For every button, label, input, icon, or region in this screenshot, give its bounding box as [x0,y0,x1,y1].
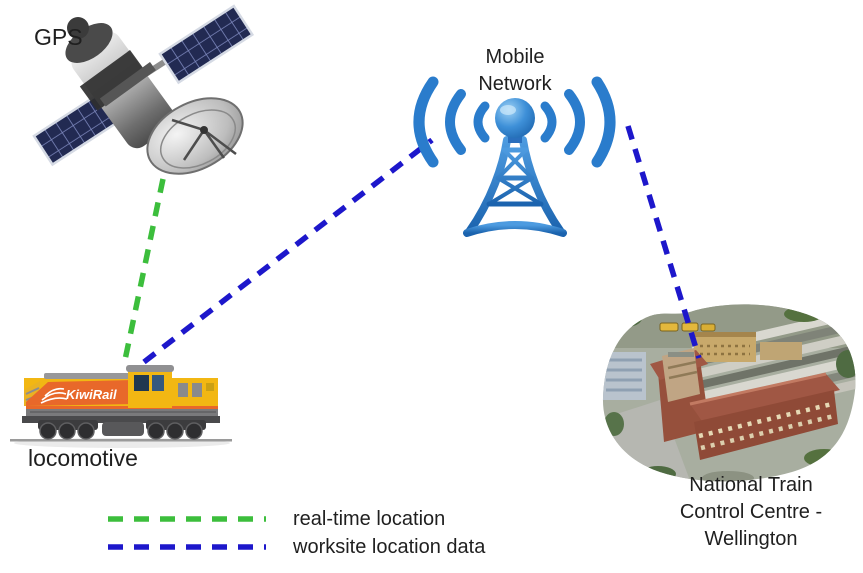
tower-globe [495,98,535,138]
satellite-body [65,17,175,149]
mobile-network-label-line2: Network [478,73,552,95]
signal-waves-icon [413,76,616,168]
control-centre-photo [602,304,856,482]
signal-tower-illustration [413,76,616,237]
legend-label-worksite: worksite location data [293,535,486,558]
legend-label-realtime: real-time location [293,507,446,530]
tower-lattice [463,136,567,237]
gps-label: GPS [34,24,83,50]
satellite-dish [146,97,244,175]
link-locomotive-network [142,137,434,365]
fern-logo-icon [40,387,68,404]
link-gps-locomotive [122,178,166,361]
legend-row-worksite: worksite location data [106,533,485,561]
legend-swatch-worksite-icon [108,544,266,550]
cab-window [152,375,164,391]
kiwirail-brand-text: KiwiRail [66,387,117,402]
legend-swatch-realtime-icon [108,516,266,522]
locomotive-illustration: KiwiRail [10,365,232,448]
control-centre-label-line3: Wellington [704,528,798,550]
cab-window [134,375,149,391]
control-centre-label-line2: Control Centre - [679,501,823,523]
wheels [39,422,203,440]
gps-satellite-illustration [32,4,255,175]
mobile-network-label: Mobile Network [432,44,598,98]
control-centre-label: National Train Control Centre - Wellingt… [640,472,862,553]
mobile-network-label-line1: Mobile [485,46,545,68]
link-network-control-centre [625,125,702,359]
links-layer [122,125,702,365]
locomotive-label: locomotive [28,445,138,471]
legend-row-realtime: real-time location [106,505,485,533]
legend: real-time location worksite location dat… [106,505,485,561]
control-centre-label-line1: National Train [689,474,813,496]
